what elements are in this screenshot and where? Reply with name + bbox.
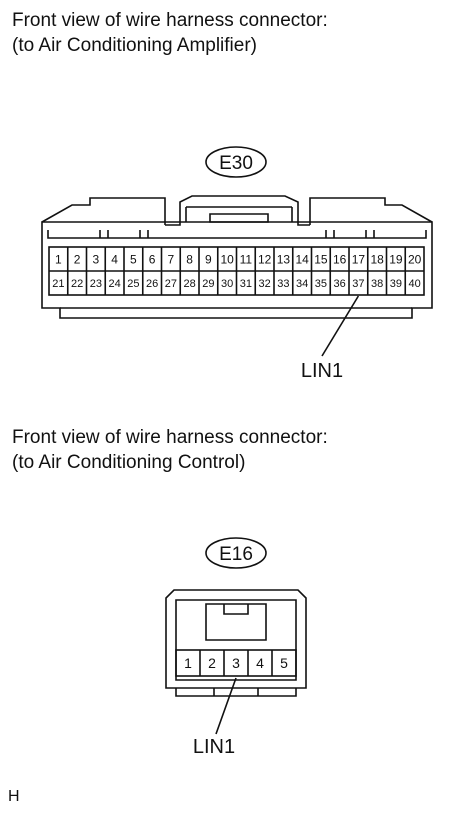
e30-pin-34: 34 [296,278,308,290]
connector-e16-callout-label: LIN1 [193,736,235,758]
e30-pin-1: 1 [55,252,62,266]
connector-e30-id: E30 [219,153,253,174]
e30-pin-28: 28 [184,278,196,290]
connector-e16-pin-field [175,649,297,677]
e30-pin-6: 6 [149,252,156,266]
e30-pin-20: 20 [408,252,422,266]
e30-pin-11: 11 [240,252,253,266]
e16-pin-1: 1 [184,655,192,671]
heading-control: Front view of wire harness connector: (t… [12,425,328,475]
connector-e30-callout-label: LIN1 [301,360,343,382]
e30-pin-29: 29 [202,278,214,290]
connector-e16-id-oval [205,537,267,569]
e30-pin-25: 25 [127,278,139,290]
e30-pin-27: 27 [165,278,177,290]
e30-pin-23: 23 [90,278,102,290]
connector-e30-latch [185,206,293,223]
e30-pin-24: 24 [109,278,121,290]
heading-control-line1: Front view of wire harness connector: [12,427,328,448]
connector-e30-inner-rim [47,230,427,239]
e30-pin-26: 26 [146,278,158,290]
e30-pin-2: 2 [74,252,81,266]
e30-pin-37: 37 [352,278,364,290]
e30-pin-36: 36 [334,278,346,290]
e30-pin-17: 17 [352,252,366,266]
e30-pin-39: 39 [390,278,402,290]
e30-pin-9: 9 [205,252,212,266]
connector-e16-callout-line [215,677,237,735]
heading-amplifier-line2: (to Air Conditioning Amplifier) [12,35,257,56]
e30-pin-22: 22 [71,278,83,290]
connector-e16-id: E16 [219,544,253,565]
e16-pin-4: 4 [256,655,264,671]
e30-pin-14: 14 [295,252,309,266]
e30-pin-33: 33 [277,278,289,290]
e30-pin-35: 35 [315,278,327,290]
e30-pin-4: 4 [111,252,118,266]
e30-pin-19: 19 [389,252,403,266]
heading-amplifier-line1: Front view of wire harness connector: [12,10,328,31]
connector-e30-top-profile [41,195,433,226]
e16-pin-5: 5 [280,655,288,671]
heading-amplifier: Front view of wire harness connector: (t… [12,8,328,58]
footer-mark: H [8,788,20,805]
connector-e16-latch [205,603,267,641]
e30-pin-31: 31 [240,278,252,290]
e30-pin-18: 18 [370,252,384,266]
e30-pin-8: 8 [186,252,193,266]
e30-pin-30: 30 [221,278,233,290]
e16-pin-3: 3 [232,655,240,671]
e30-pin-40: 40 [409,278,421,290]
connector-e30-housing [41,221,433,319]
e30-pin-21: 21 [52,278,64,290]
connector-e16-feet [175,688,297,697]
connector-e30-callout-line [321,295,360,357]
connector-e16-housing [165,589,307,689]
heading-control-line2: (to Air Conditioning Control) [12,452,246,473]
e30-pin-3: 3 [93,252,100,266]
e30-pin-7: 7 [168,252,175,266]
e30-pin-5: 5 [130,252,137,266]
e30-pin-32: 32 [259,278,271,290]
e30-pin-13: 13 [277,252,291,266]
connector-e30-id-oval [205,146,267,178]
connector-e30-keys [99,230,375,238]
e30-pin-38: 38 [371,278,383,290]
e30-pin-15: 15 [314,252,328,266]
e30-pin-10: 10 [220,252,234,266]
e30-pin-16: 16 [333,252,347,266]
e30-pin-12: 12 [258,252,272,266]
e16-pin-2: 2 [208,655,216,671]
